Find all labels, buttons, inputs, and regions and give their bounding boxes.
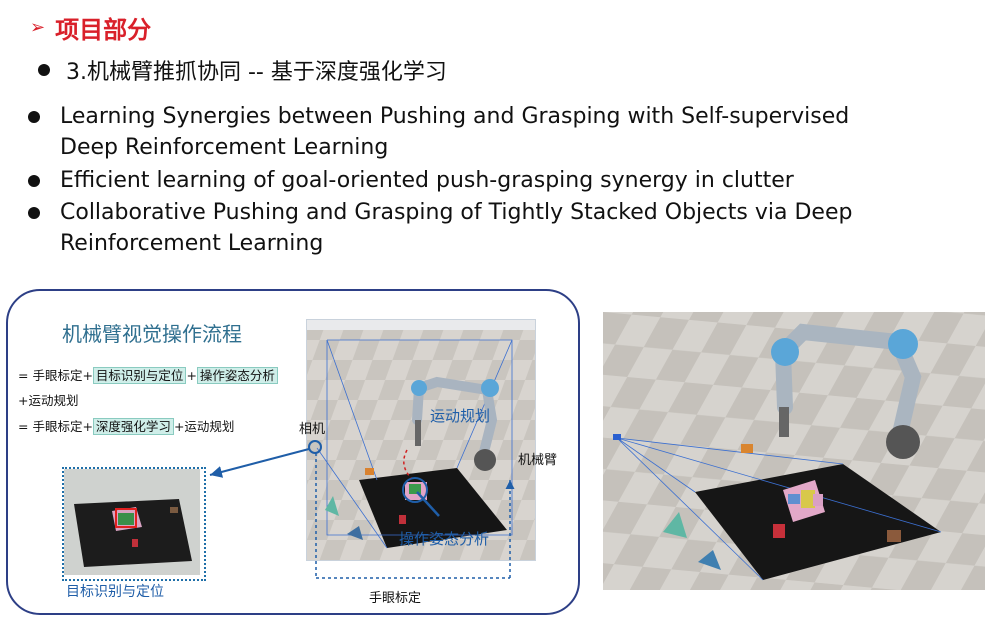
section-title: 项目部分 [55,16,152,44]
detection-view-frame [62,467,206,581]
subtitle-text: 3.机械臂推抓协同 -- 基于深度强化学习 [66,60,447,85]
paper-item: Collaborative Pushing and Grasping of Ti… [28,197,968,259]
flow-text: +运动规划 [173,419,235,434]
subtitle-item: 3.机械臂推抓协同 -- 基于深度强化学习 [38,54,447,86]
label-motion-planning: 运动规划 [430,407,491,425]
flow-step-pose: 操作姿态分析 [196,367,278,384]
simulation-scene [306,319,536,561]
robot-scene-render [603,312,985,590]
label-hand-eye: 手眼标定 [369,591,422,606]
flow-text: = 手眼标定+ [18,419,93,434]
flow-step-detect: 目标识别与定位 [92,367,187,384]
workflow-title: 机械臂视觉操作流程 [62,322,242,346]
bullet-icon [28,111,40,123]
paper-title-line: Deep Reinforcement Learning [60,135,389,160]
flow-step-drl: 深度强化学习 [92,418,174,435]
paper-item: Learning Synergies between Pushing and G… [28,101,968,163]
label-arm: 机械臂 [518,453,558,468]
bullet-icon [28,175,40,187]
flow-text: = 手眼标定+ [18,368,93,383]
paper-item: Efficient learning of goal-oriented push… [28,165,968,196]
workflow-line-2: = 手眼标定+深度强化学习+运动规划 [18,416,234,435]
bullet-icon [28,207,40,219]
workflow-line-1: = 手眼标定+目标识别与定位+操作姿态分析 [18,365,278,384]
workflow-line-1b: +运动规划 [18,393,79,408]
label-camera: 相机 [299,422,326,437]
arrow-bullet-icon: ➢ [30,17,46,38]
detection-scene-image [64,469,200,575]
section-heading: ➢ 项目部分 [30,10,151,45]
paper-title-line: Learning Synergies between Pushing and G… [60,104,850,129]
paper-title-line: Reinforcement Learning [60,231,324,256]
label-pose-analysis: 操作姿态分析 [399,530,490,548]
paper-title-line: Efficient learning of goal-oriented push… [60,168,794,193]
robot-scene-image [603,312,985,590]
label-detect: 目标识别与定位 [66,584,164,600]
flow-text: + [186,368,197,383]
camera-icon [308,440,322,454]
bullet-icon [38,64,50,76]
simulation-scene-image [307,320,535,560]
paper-title-line: Collaborative Pushing and Grasping of Ti… [60,200,853,225]
